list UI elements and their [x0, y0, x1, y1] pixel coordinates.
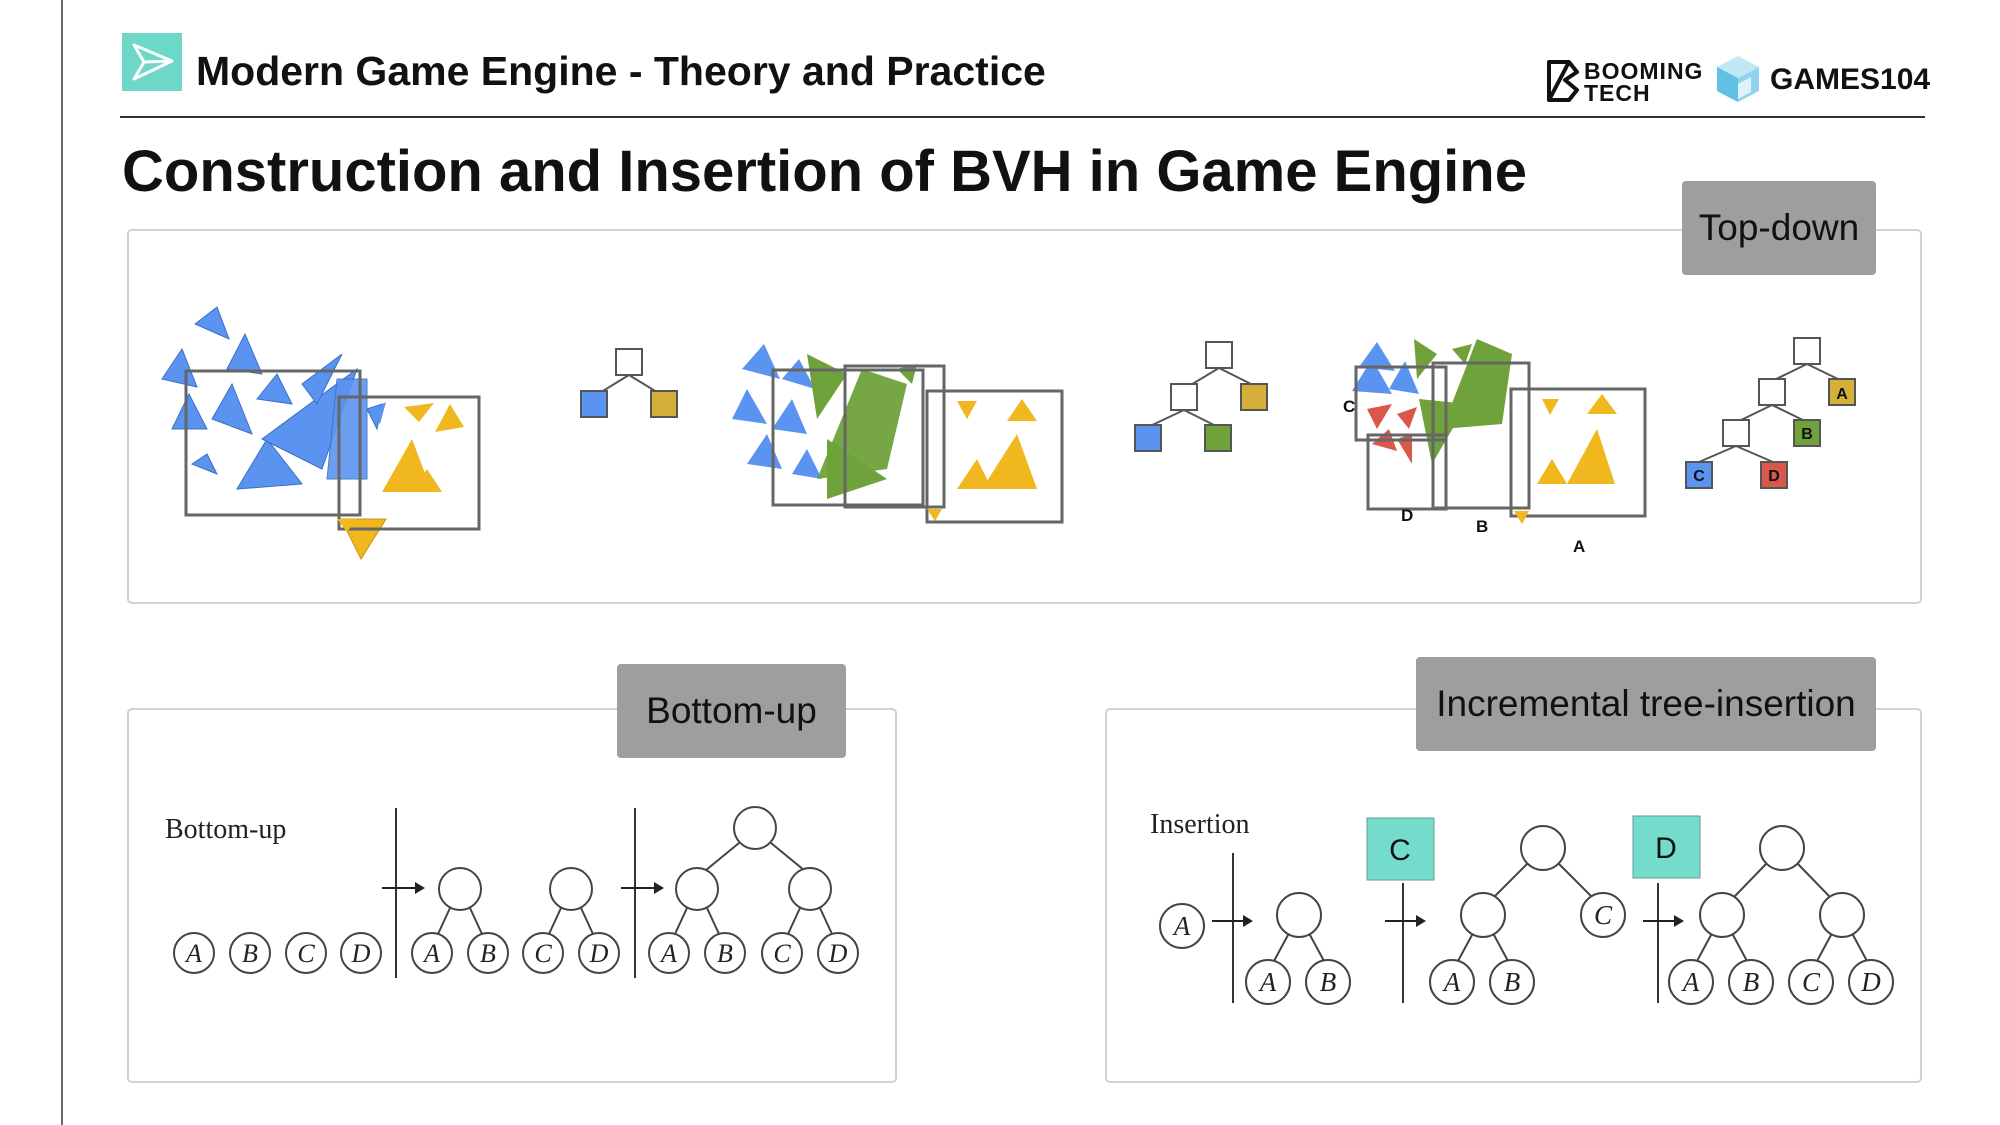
- bu-g2-leaf-a: A: [422, 939, 440, 968]
- inc-step4-leaf-d: D: [1860, 967, 1881, 997]
- bu-g2-leaf-d: D: [589, 939, 609, 968]
- top-down-stage2-figure: [732, 344, 1064, 524]
- course-title: Modern Game Engine - Theory and Practice: [196, 48, 1046, 94]
- bu-g1-leaf-b: B: [242, 939, 258, 968]
- td-label-d: D: [1401, 506, 1413, 525]
- td-label-c: C: [1343, 397, 1355, 416]
- td-label-a: A: [1573, 537, 1585, 556]
- inc-step3-leaf-b: B: [1504, 967, 1521, 997]
- bottom-up-diagram: Bottom-up A B C D: [127, 708, 897, 1081]
- bottom-up-caption: Bottom-up: [165, 814, 286, 845]
- bu-g2-leaf-c: C: [534, 939, 552, 968]
- td-tree-label-d: D: [1768, 468, 1780, 485]
- td-tree-label-b: B: [1801, 426, 1813, 443]
- course-logo-icon: [122, 33, 182, 91]
- inc-step2-leaf-b: B: [1320, 967, 1337, 997]
- top-down-tag: Top-down: [1682, 181, 1876, 275]
- bu-group1: A B C D: [173, 932, 382, 974]
- inc-step1-leaf-a: A: [1172, 911, 1191, 941]
- inc-step4-leaf-a: A: [1681, 967, 1700, 997]
- bu-g1-leaf-c: C: [297, 939, 315, 968]
- top-down-diagram: C D B A A B C D: [127, 229, 1922, 602]
- incremental-caption: Insertion: [1150, 809, 1250, 840]
- booming-tech-logo-line2: TECH: [1584, 80, 1651, 106]
- booming-tech-logo-line1: BOOMING: [1584, 58, 1704, 84]
- games104-cube-icon: [1715, 54, 1761, 104]
- bu-group3: A B C D: [648, 806, 859, 974]
- top-down-tree2: [1134, 341, 1268, 452]
- inc-step2-leaf-a: A: [1258, 967, 1277, 997]
- bu-g2-leaf-b: B: [480, 939, 496, 968]
- top-down-stage1-figure: [161, 306, 481, 561]
- booming-tech-logo-icon: [1545, 58, 1583, 104]
- inc-inserted-d: D: [1655, 832, 1677, 865]
- left-margin-rule: [61, 0, 63, 1125]
- bu-g3-leaf-c: C: [773, 939, 791, 968]
- inc-step4-leaf-c: C: [1802, 967, 1821, 997]
- header-divider: [120, 116, 1925, 118]
- bu-g1-leaf-a: A: [184, 939, 202, 968]
- bu-g3-leaf-a: A: [659, 939, 677, 968]
- inc-step3-leaf-a: A: [1442, 967, 1461, 997]
- top-down-stage3-figure: C D B A: [1343, 339, 1647, 556]
- top-down-tree1: [580, 348, 678, 418]
- bottom-up-tag: Bottom-up: [617, 664, 846, 758]
- inc-inserted-c: C: [1389, 834, 1411, 867]
- incremental-tag: Incremental tree-insertion: [1416, 657, 1876, 751]
- incremental-diagram: Insertion A A B C C A B: [1105, 708, 1922, 1081]
- bu-g3-leaf-b: B: [717, 939, 733, 968]
- td-tree-label-a: A: [1836, 386, 1848, 403]
- td-tree-label-c: C: [1693, 468, 1705, 485]
- bu-g1-leaf-d: D: [351, 939, 371, 968]
- inc-step4-leaf-b: B: [1743, 967, 1760, 997]
- inc-step3-node-c: C: [1594, 900, 1613, 930]
- slide-title: Construction and Insertion of BVH in Gam…: [122, 139, 1527, 204]
- bu-group2: A B C D: [411, 867, 620, 974]
- bu-g3-leaf-d: D: [828, 939, 848, 968]
- games104-logo-text: GAMES104: [1770, 63, 1931, 96]
- top-down-tree3: A B C D: [1685, 337, 1856, 489]
- bottom-up-panel: [127, 708, 897, 1083]
- td-label-b: B: [1476, 517, 1488, 536]
